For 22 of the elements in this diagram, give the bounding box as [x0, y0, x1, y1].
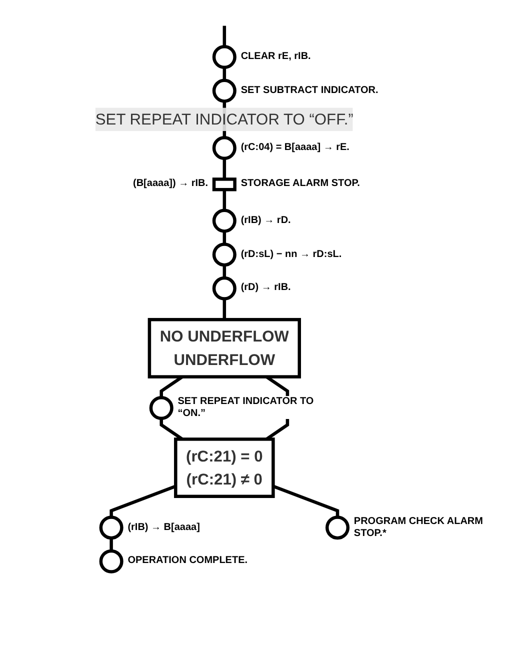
step-text: (rD) → rIB. — [240, 282, 291, 294]
step-text: (rIB) → B[aaaa] — [128, 522, 200, 534]
step-circle — [212, 78, 236, 103]
step-circle — [212, 242, 236, 267]
step-text: CLEAR rE, rIB. — [240, 50, 311, 62]
step-text: (B[aaaa]) → rIB. — [133, 178, 208, 190]
step-text: (rD:sL) − nn → rD:sL. — [240, 248, 342, 260]
step-text: (rIB) → rD. — [240, 214, 291, 226]
step-circle — [212, 136, 236, 160]
step-circle — [212, 208, 236, 233]
step-circle — [149, 396, 174, 420]
step-circle — [99, 549, 124, 574]
decision-box: (rC:21) = 0 (rC:21) ≠ 0 — [174, 438, 275, 498]
step-text: SET SUBTRACT INDICATOR. — [240, 84, 378, 96]
check-box — [212, 178, 236, 192]
step-text: (rC:04) = B[aaaa] → rE. — [240, 142, 350, 154]
step-circle — [325, 516, 350, 540]
decision-box: NO UNDERFLOW UNDERFLOW — [148, 318, 301, 378]
step-circle — [212, 276, 236, 300]
edge-label: SET REPEAT INDICATOR TO “OFF.” — [95, 110, 354, 128]
step-circle — [99, 516, 124, 540]
step-circle — [212, 44, 236, 70]
